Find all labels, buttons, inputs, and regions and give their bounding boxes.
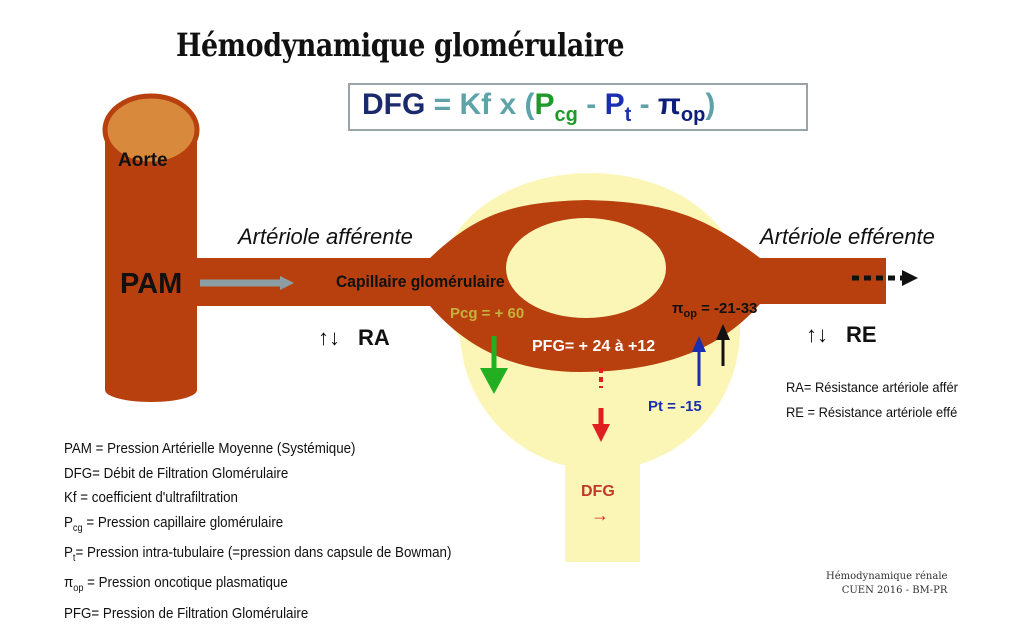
aorta (102, 93, 200, 402)
aorte-label: Aorte (118, 150, 168, 171)
re-definition: RE = Résistance artériole effé (786, 404, 958, 420)
legend-item: Pt= Pression intra-tubulaire (=pression … (64, 544, 452, 564)
filtration-arrow (592, 368, 610, 442)
formula-lhs: DFG (362, 88, 426, 121)
formula-eq: = Kf x ( (425, 88, 535, 121)
pop-arrow (716, 324, 730, 366)
legend-item: πop = Pression oncotique plasmatique (64, 575, 288, 595)
pt-value: Pt = -15 (648, 398, 702, 415)
credit: Hémodynamique rénale CUEN 2016 - BM-PR (826, 570, 947, 598)
formula-minus: - (631, 88, 658, 121)
formula-box (348, 83, 808, 131)
formula-pop: πop (657, 88, 706, 126)
formula-minus: - (577, 88, 605, 121)
pcg-arrow (480, 336, 508, 394)
dfg-arrow-icon: → (591, 505, 609, 525)
legend-item: PFG= Pression de Filtration Glomérulaire (64, 605, 309, 622)
capillary-label: Capillaire glomérulaire (336, 272, 505, 291)
dfg-label: DFG (581, 483, 615, 500)
formula-pt: Pt (604, 88, 632, 126)
glomerular-capillary (430, 200, 760, 372)
legend-item: PAM = Pression Artérielle Moyenne (Systé… (64, 441, 356, 457)
pfg-value: PFG= + 24 à +12 (532, 338, 656, 355)
re-label: RE (846, 322, 877, 347)
ra-definition: RA= Résistance artériole affér (786, 379, 958, 395)
pam-label: PAM (120, 268, 183, 300)
formula-close: ) (705, 88, 716, 121)
re-arrows-icon: ↑↓ (806, 322, 828, 347)
pam-flow-arrow (200, 276, 294, 290)
pt-arrow (692, 336, 706, 386)
efferent-flow-arrow (852, 270, 918, 286)
credit-line: CUEN 2016 - BM-PR (841, 585, 948, 596)
pop-value: πop = -21-33 (672, 300, 758, 320)
legend: PAM = Pression Artérielle Moyenne (Systé… (64, 437, 485, 626)
ra-arrows-icon: ↑↓ (318, 325, 340, 350)
legend-item: Kf = coefficient d'ultrafiltration (64, 490, 238, 506)
page-title: Hémodynamique glomérulaire (176, 26, 625, 64)
formula-pcg: Pcg (534, 88, 578, 126)
legend-item: DFG= Débit de Filtration Glomérulaire (64, 465, 289, 482)
dfg-formula: DFG = Kf x (Pcg - Pt - πop) (362, 88, 715, 127)
ra-label: RA (358, 325, 390, 350)
pcg-value: Pcg = + 60 (450, 305, 525, 322)
credit-line: Hémodynamique rénale (826, 571, 948, 582)
afferent-label: Artériole afférente (238, 224, 413, 249)
efferent-label: Artériole efférente (760, 224, 935, 249)
legend-item: Pcg = Pression capillaire glomérulaire (64, 514, 284, 534)
